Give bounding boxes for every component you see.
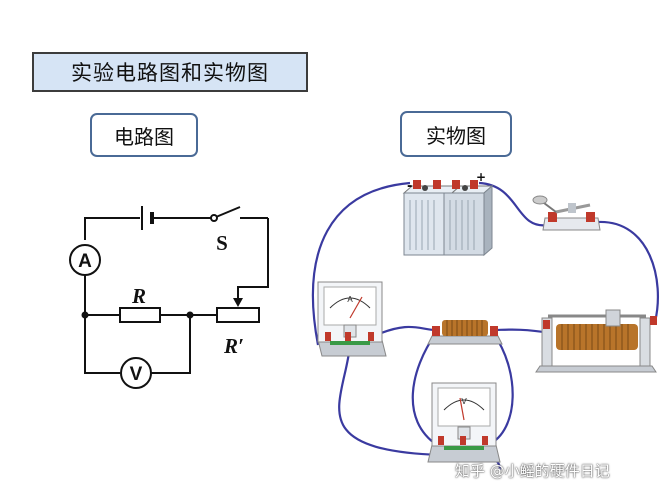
switch-pivot: [210, 214, 218, 222]
slide-title: 实验电路图和实物图: [32, 52, 308, 92]
junction-dot-right: [186, 311, 194, 319]
switch-blade: [215, 206, 241, 218]
real-voltmeter: [427, 382, 501, 463]
wire-battery-ammeter: [311, 181, 411, 346]
rheostat-arrow-icon: [233, 298, 243, 307]
battery-minus-label: -: [407, 179, 412, 194]
circuit-diagram-label: 电路图: [90, 113, 198, 157]
wire-resistor-rheostat: [492, 328, 551, 335]
physical-diagram-label: 实物图: [400, 111, 512, 157]
real-switch: [532, 195, 601, 231]
battery-plus-label: +: [476, 170, 486, 184]
resistor-label: R: [131, 284, 146, 308]
rheostat-label: R′: [223, 334, 244, 358]
voltmeter-label: V: [130, 364, 143, 385]
wire-resistor-volt-right: [487, 332, 514, 446]
rheostat-symbol: [216, 307, 260, 323]
wire-battery-switch: [478, 181, 549, 227]
real-ammeter: [317, 281, 387, 357]
wire-switch-rheostat: [597, 220, 659, 323]
watermark-text: 知乎 @小鳐的硬件日记: [455, 462, 610, 480]
wire-right: [237, 218, 269, 303]
real-rheostat: [535, 309, 657, 373]
wire-top-left: [84, 217, 140, 240]
real-voltmeter-letter: V: [461, 397, 467, 406]
resistor-symbol: [119, 307, 161, 323]
real-battery: [402, 180, 494, 257]
wire-volt-right: [151, 315, 191, 374]
wire-ammeter-resistor: [373, 325, 437, 338]
real-resistor: [427, 320, 503, 345]
wire-volt-left: [84, 315, 120, 374]
real-ammeter-letter: A: [347, 295, 353, 304]
circuit-schematic: [69, 206, 269, 389]
wire-resistor-volt-left: [411, 332, 438, 446]
switch-label: S: [216, 231, 228, 255]
ammeter-label: A: [78, 251, 92, 272]
junction-dot-left: [81, 311, 89, 319]
